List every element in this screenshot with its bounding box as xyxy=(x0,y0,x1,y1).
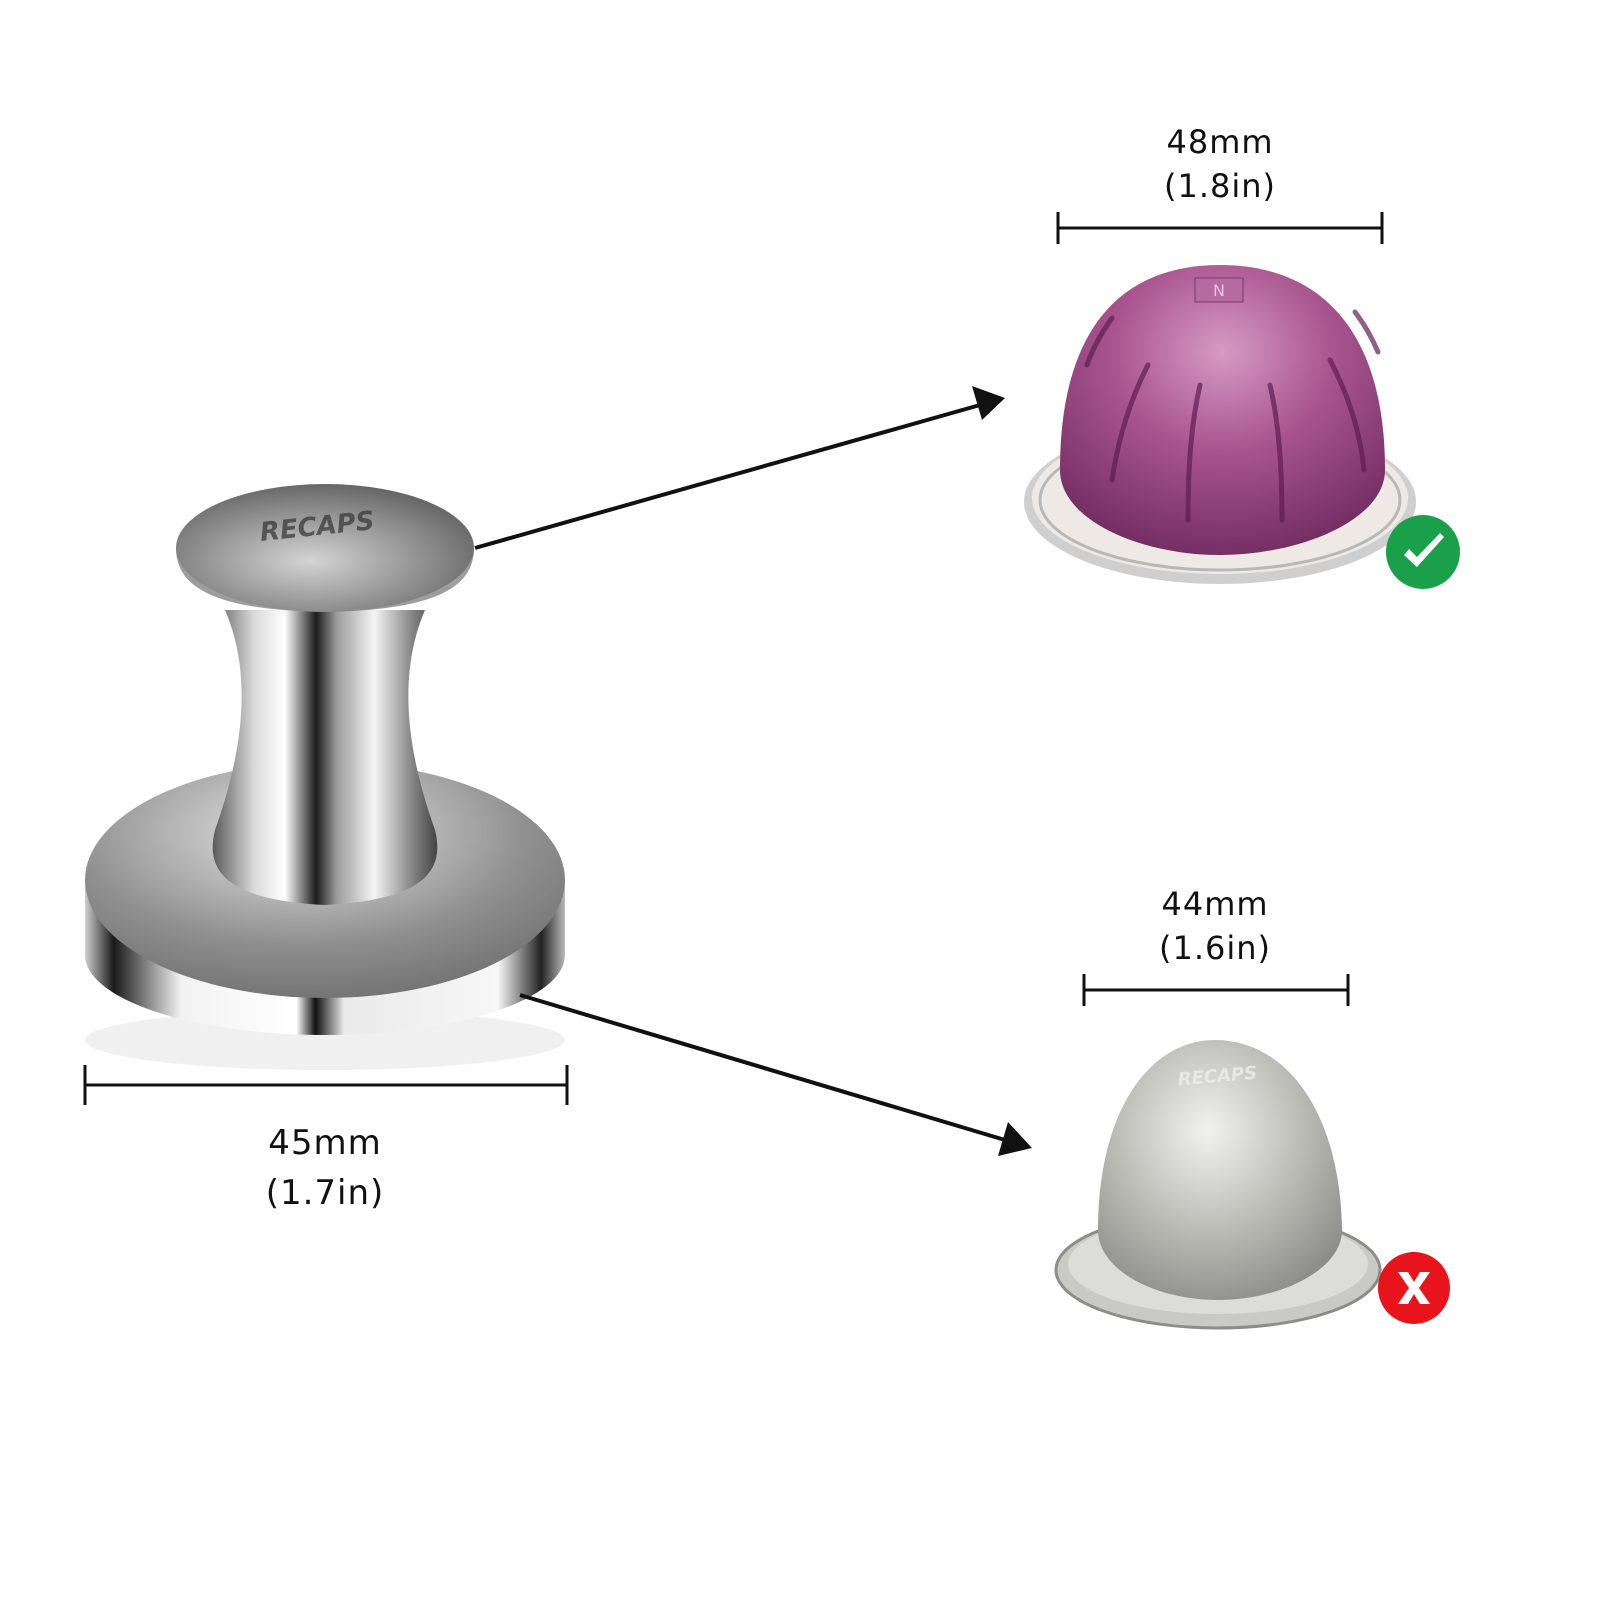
arrow-to-steel-capsule xyxy=(519,993,1032,1156)
vertuo-capsule-size-in: (1.8in) xyxy=(1163,167,1277,205)
coffee-tamper-image: RECAPS xyxy=(85,484,565,1070)
arrow-to-vertuo-capsule xyxy=(474,386,1005,550)
nespresso-logo-icon: N xyxy=(1213,281,1225,300)
vertuo-capsule-dimension-line xyxy=(1056,212,1384,244)
steel-capsule-dimension-line xyxy=(1082,974,1350,1006)
incompatible-badge xyxy=(1378,1252,1450,1324)
tamper-size-label: 45mm (1.7in) xyxy=(225,1118,425,1218)
tamper-size-in: (1.7in) xyxy=(265,1173,385,1213)
x-icon xyxy=(1398,1272,1430,1304)
tamper-dimension-line xyxy=(83,1065,569,1105)
compatible-badge xyxy=(1386,515,1460,589)
steel-capsule-size-in: (1.6in) xyxy=(1158,929,1272,967)
tamper-size-mm: 45mm xyxy=(268,1123,382,1163)
steel-capsule-image: RECAPS xyxy=(1054,1040,1382,1330)
vertuo-capsule-size-label: 48mm (1.8in) xyxy=(1120,120,1320,208)
steel-capsule-size-label: 44mm (1.6in) xyxy=(1115,882,1315,970)
vertuo-capsule-size-mm: 48mm xyxy=(1166,123,1274,161)
steel-capsule-size-mm: 44mm xyxy=(1161,885,1269,923)
vertuo-capsule-image: N xyxy=(1024,265,1416,584)
check-icon xyxy=(1404,533,1444,567)
